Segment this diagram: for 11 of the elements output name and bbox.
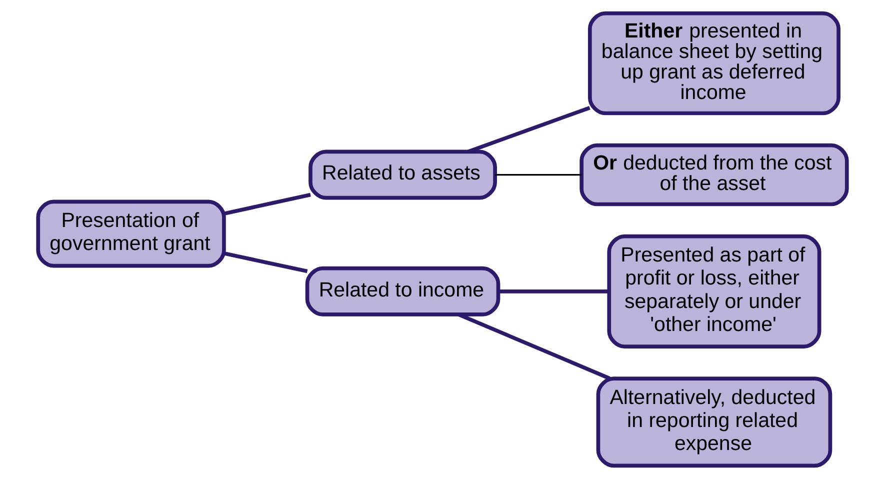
node-box: Presented as part of profit or loss, either separately or under 'other income': [606, 234, 821, 348]
connector: [223, 252, 308, 274]
node-box: Alternatively, deducted in reporting related expense: [596, 376, 832, 468]
node-box: Either presented in balance sheet by setting up grant as deferred income: [587, 11, 840, 116]
node-box: Or deducted from the cost of the asset: [579, 143, 848, 206]
connector: [494, 174, 581, 176]
connector: [498, 289, 608, 294]
node-box: Presentation of government grant: [36, 200, 226, 268]
node-box: Related to income: [304, 266, 500, 316]
node-box: Related to assets: [308, 150, 496, 200]
connector: [223, 192, 310, 216]
